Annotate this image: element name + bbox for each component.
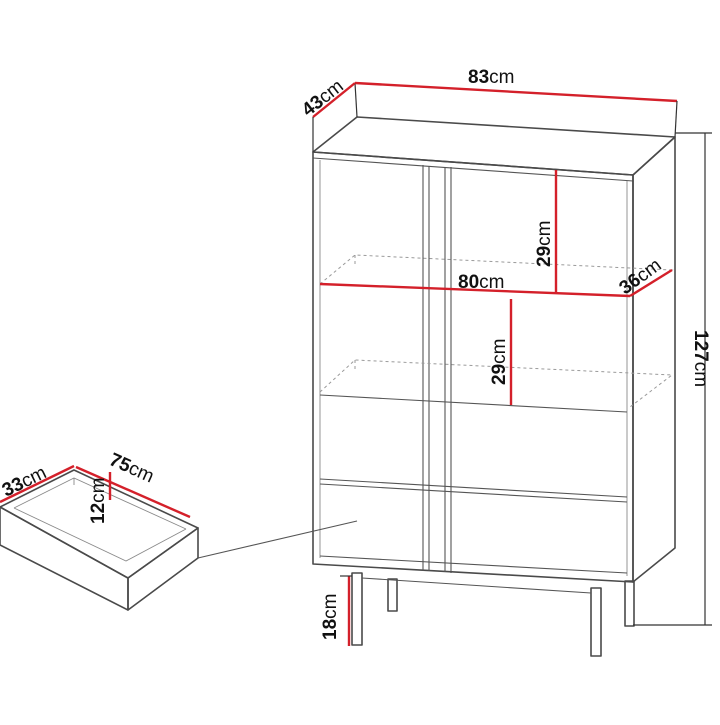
drawer-leader-line [197, 520, 358, 559]
leg-front-left [351, 572, 363, 646]
lower-shelf [319, 359, 674, 408]
upper-shelf [319, 254, 674, 297]
door-split [422, 165, 452, 573]
dim-line-depth [312, 82, 356, 118]
label-width: 83cm [468, 67, 514, 88]
cabinet-side [632, 136, 676, 583]
drawer-detail [0, 469, 199, 611]
cabinet-front [312, 151, 634, 583]
leg-back-right [624, 580, 635, 627]
label-drawer-height: 12cm [88, 478, 109, 524]
cabinet [312, 116, 676, 657]
dim-line-width [354, 81, 678, 103]
label-shelf-width: 80cm [458, 272, 504, 293]
cabinet-top [312, 116, 676, 176]
dimension-labels: 83cm 43cm 127cm 29cm 80cm 36cm 29cm 18cm… [0, 67, 711, 640]
label-shelf-depth: 36cm [616, 255, 666, 299]
dim-line-shelf-depth [629, 268, 673, 298]
drawer-inner-front [13, 507, 187, 562]
label-drawer-depth: 33cm [0, 462, 50, 501]
leg-front-right [590, 587, 602, 657]
label-upper-compartment: 29cm [534, 221, 555, 267]
label-drawer-width: 75cm [106, 449, 157, 487]
drawer-side-face [127, 527, 199, 611]
leg-back-left [387, 578, 398, 612]
legs [351, 572, 635, 657]
dim-line-shelf-width [319, 282, 631, 298]
label-height: 127cm [690, 330, 711, 387]
drawer-fronts [319, 394, 628, 574]
dim-line-drawer-width [75, 465, 191, 519]
dimension-lines [0, 81, 712, 646]
dim-line-drawer-depth [0, 464, 75, 504]
label-depth: 43cm [298, 76, 348, 121]
label-lower-compartment: 29cm [489, 339, 510, 385]
top-front-edge [312, 157, 634, 182]
label-leg-height: 18cm [320, 594, 341, 640]
